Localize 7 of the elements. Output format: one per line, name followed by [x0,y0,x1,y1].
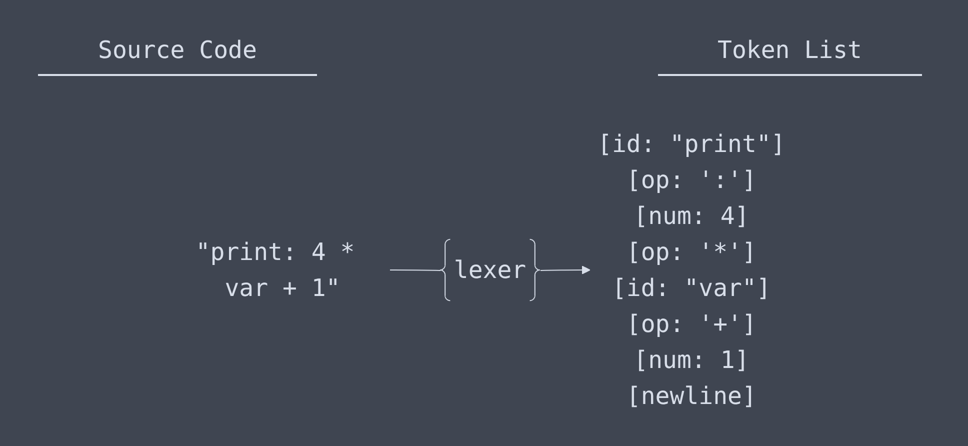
arrow [540,266,590,274]
node-text: lexer [454,256,526,284]
node-text: [id: "print"] [op: ':'] [num: 4] [op: '*'] [id: "var"] [op: '+'] [num: 1] [newline] [598,130,786,410]
column-heading: Token List [658,36,922,76]
connector [390,270,442,271]
column-heading: Source Code [38,36,317,76]
node-text: "print: 4 * var + 1" [196,238,355,302]
